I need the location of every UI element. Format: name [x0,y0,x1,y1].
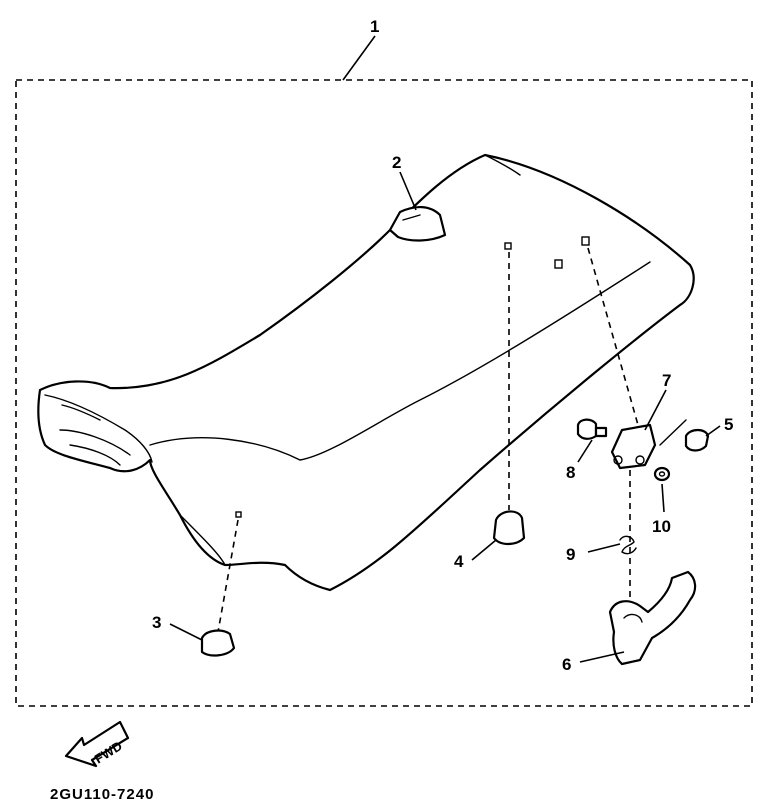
svg-text:3: 3 [152,613,161,632]
part-6-seat-lock: 6 [562,570,697,674]
part-3-damper: 3 [152,613,236,657]
svg-text:2: 2 [392,153,401,172]
svg-text:5: 5 [724,415,733,434]
part-7-bracket: 7 [610,371,671,470]
svg-text:6: 6 [562,655,571,674]
diagram-part-code: 2GU110-7240 [50,786,155,803]
assembly-boundary [15,79,753,707]
callout-1: 1 [342,17,379,81]
part-10-washer: 10 [652,466,671,536]
part-8-bolt: 8 [566,418,608,482]
svg-text:1: 1 [370,17,379,36]
svg-text:8: 8 [566,463,575,482]
svg-text:10: 10 [652,517,671,536]
svg-text:4: 4 [454,552,464,571]
part-9-spring: 9 [566,535,637,564]
seat-mount-holes [235,236,590,518]
svg-text:9: 9 [566,545,575,564]
svg-text:7: 7 [662,371,671,390]
assembly-lines [217,247,639,633]
part-2-tab: 2 [388,153,447,242]
part-4-damper: 4 [454,510,526,571]
fwd-arrow-icon: FWD [64,720,130,768]
seat-body [37,153,695,592]
part-5-nut: 5 [659,415,733,452]
